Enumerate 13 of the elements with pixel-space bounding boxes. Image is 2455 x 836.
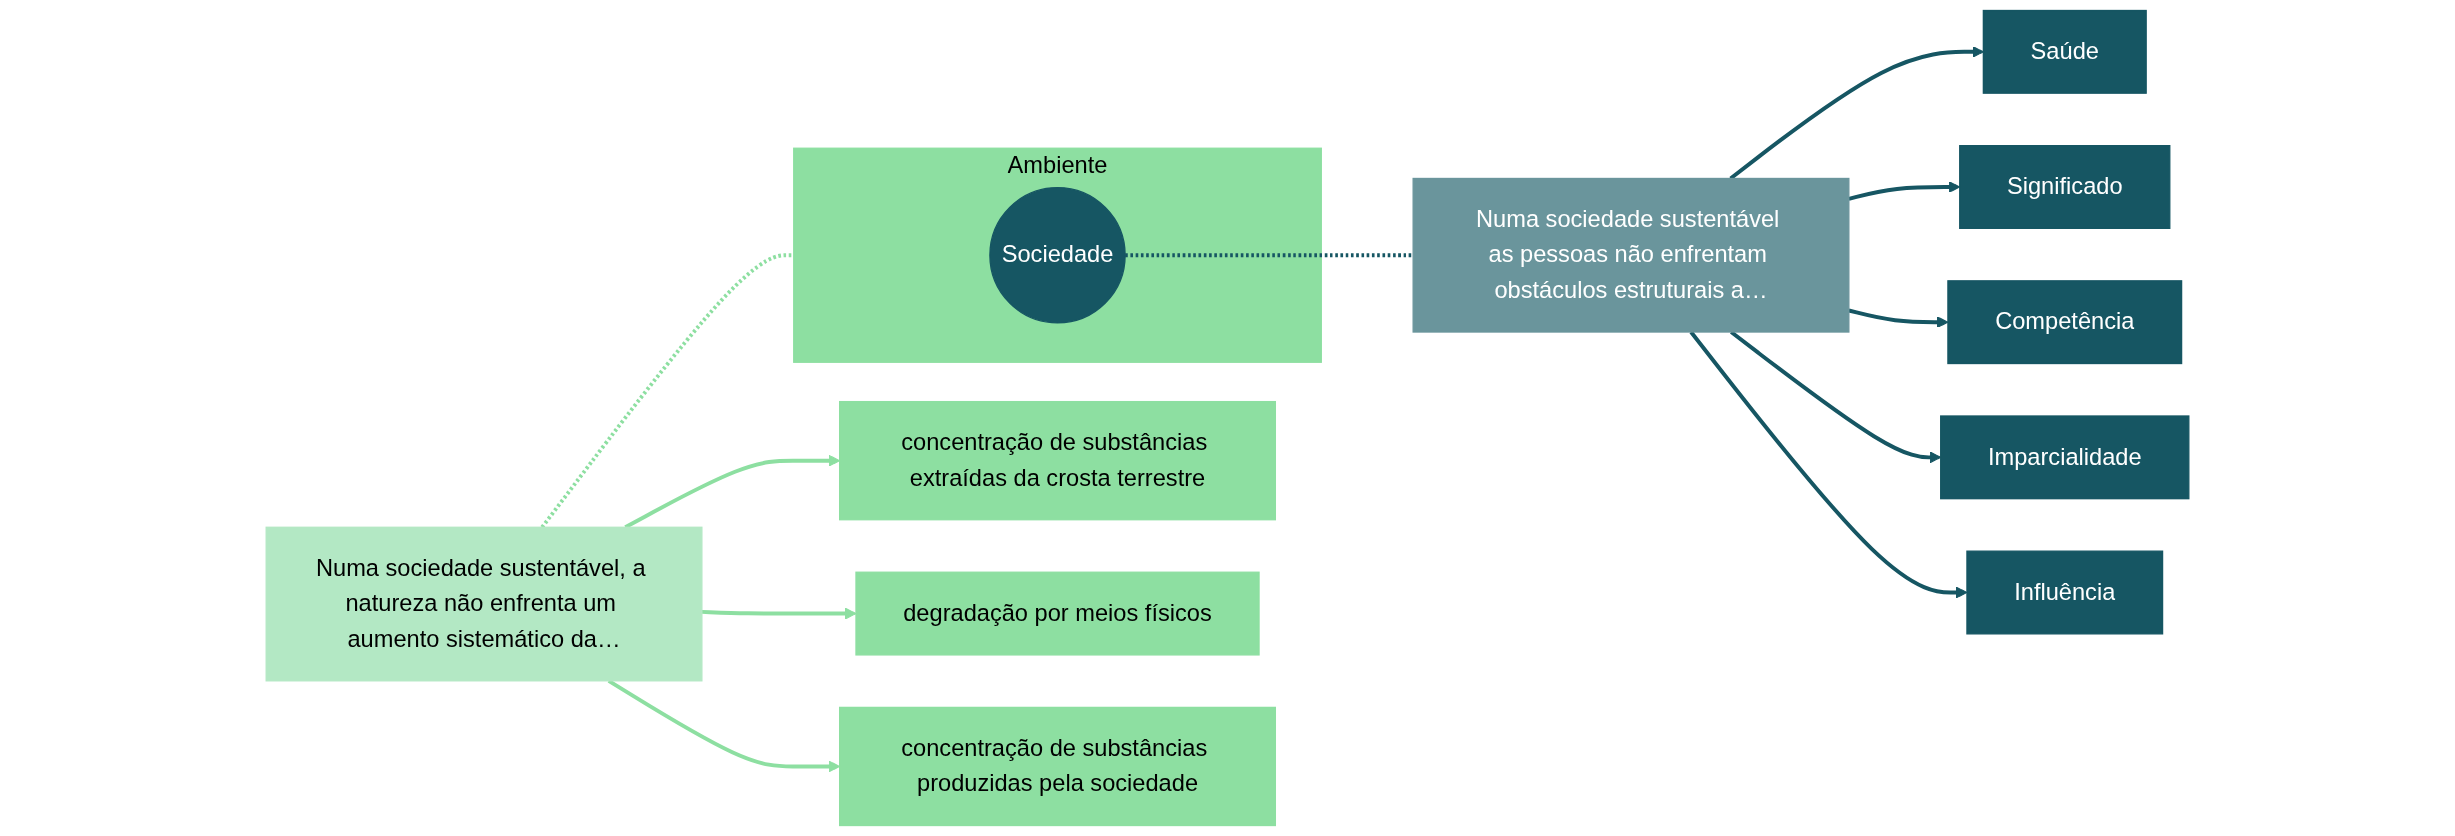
node-box: Numa sociedade sustentável as pessoas não enfrentam obstáculos estruturais a… [1412, 177, 1850, 333]
node-box: concentração de substâncias produzidas pela sociedade [839, 706, 1276, 827]
node-box: Numa sociedade sustentável, a natureza não enfrenta um aumento sistemático da… [265, 526, 703, 682]
node-circle: Sociedade [989, 186, 1126, 324]
connector [1125, 253, 1414, 258]
node-box: Saúde [1982, 9, 2147, 94]
node-box: Significado [1959, 145, 2171, 229]
node-box: Competência [1947, 280, 2183, 365]
node-box: Influência [1966, 550, 2164, 635]
node-box: concentração de substâncias extraídas da crosta terrestre [839, 400, 1276, 521]
node-box: Imparcialidade [1940, 415, 2190, 500]
connector [540, 253, 794, 529]
node-box: degradação por meios físicos [855, 571, 1260, 656]
